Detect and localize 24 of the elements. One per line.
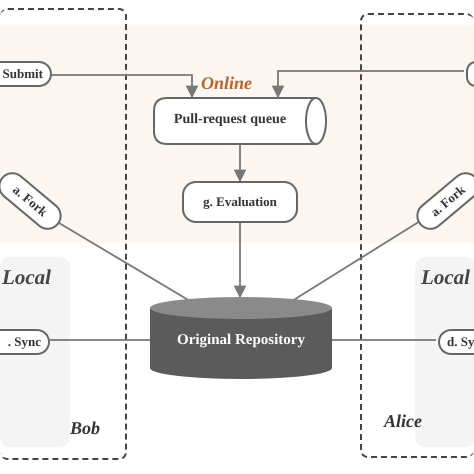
connector-arrow: [52, 74, 198, 98]
process-pill: [182, 181, 298, 223]
user-name: Alice: [384, 411, 422, 432]
node-label: a. Fork: [427, 182, 469, 220]
user-name: Bob: [70, 418, 100, 439]
user-boundary: [360, 13, 474, 458]
action-pill: [0, 329, 50, 355]
region-title: Online: [201, 73, 252, 94]
connector-arrow: [234, 223, 246, 298]
panel-title: Local: [421, 265, 470, 290]
node-label: g. Evaluation: [203, 194, 277, 210]
action-pill: [438, 329, 474, 355]
action-pill: [0, 61, 52, 87]
user-boundary: [0, 8, 127, 460]
connector-arrow: [234, 145, 246, 182]
connector-arrow: [272, 70, 464, 98]
node-label: . Sync: [8, 334, 41, 350]
panel-title: Local: [2, 265, 51, 290]
node-label: Original Repository: [176, 332, 306, 349]
online-region: [0, 25, 474, 243]
local-panel: [0, 257, 70, 447]
node-label: d. Sy: [447, 334, 474, 350]
node-label: Submit: [2, 66, 43, 82]
node-label: Pull-request queue: [172, 112, 288, 128]
